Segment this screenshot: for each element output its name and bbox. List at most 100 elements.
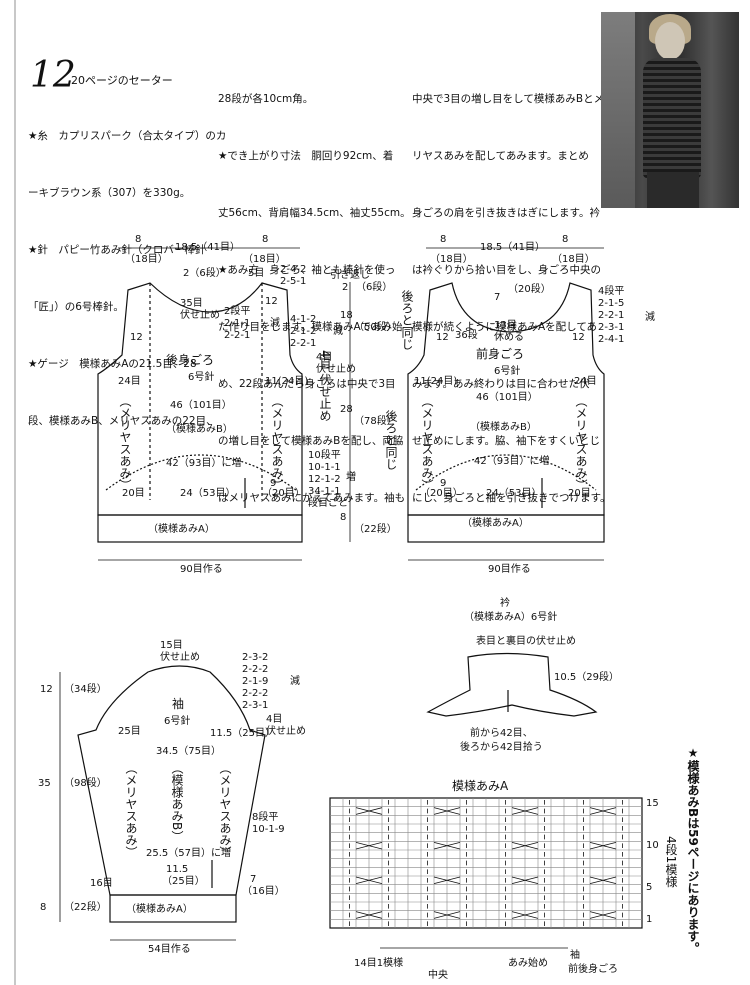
back-h-2: 2	[342, 282, 348, 293]
text-line: にし、身ごろと袖を引き抜きでつけます。	[412, 492, 611, 504]
back-neck-rows: 2（6段）	[183, 266, 226, 279]
sleeve-st7: 7	[250, 874, 256, 885]
front-dec-5: 2-4-1	[598, 334, 624, 345]
back-arm-dec-label: 減	[333, 324, 343, 337]
front-cast: 90目作る	[488, 563, 531, 575]
chart-cross-mark	[589, 807, 617, 815]
chart-cross-mark	[589, 911, 617, 919]
front-dim-right: 8	[562, 234, 568, 245]
back-side-inc-4: 34-1-1	[308, 486, 341, 497]
front-meriyasu-left: （メリヤスあみ）	[420, 395, 434, 491]
front-dec-2: 2-1-5	[598, 298, 624, 309]
chart-cross-mark	[511, 876, 539, 885]
materials-column: ★糸 カプリスパーク（合太タイプ）のカ ーキブラウン系（307）を330g。 ★…	[28, 89, 226, 469]
back-st1124: 11(24目)	[265, 376, 308, 387]
sleeve-bind4: 4目伏せ止め	[266, 714, 306, 737]
back-neck-dec-1: 2段平	[224, 304, 250, 317]
front-st24: 24目	[574, 376, 597, 387]
sleeve-needle: 6号針	[164, 714, 190, 727]
front-inc42: 42（93目）に増	[474, 454, 549, 467]
sleeve-patB: （模様あみB）	[170, 762, 184, 843]
front-neck-rows-sub: （20段）	[508, 282, 551, 295]
front-st9: 9	[440, 478, 446, 489]
chart-start: あみ始め	[508, 956, 548, 969]
text-line: はメリヤスあみにかえてあみます。袖も	[218, 492, 406, 504]
text-line: 模様が続くように模様あみAを配してあ	[412, 321, 598, 333]
text-line: ★でき上がり寸法 胴回り92cm、着	[218, 150, 394, 162]
sleeve-st16: 16目	[90, 878, 113, 889]
text-line: た作り目をします。模様あみAであみ始	[218, 321, 403, 333]
back-shoulder-rule-2: 2-5-1	[280, 276, 306, 287]
back-neck-dec-3: 2-2-1	[224, 330, 250, 341]
text-line: 丈56cm、背肩幅34.5cm、袖丈55cm。	[218, 207, 411, 219]
chart-cross-mark	[355, 876, 383, 885]
sleeve-st25: 25目	[118, 726, 141, 737]
chart-cross-mark	[355, 911, 383, 919]
collar-title: 衿	[500, 596, 510, 609]
sleeve-dec-1: 2-3-2	[242, 652, 268, 663]
back-side-inc-2: 10-1-1	[308, 462, 341, 473]
back-neck-bind: 35目伏せ止め	[180, 298, 220, 321]
sleeve-inc255: 25.5（57目）に増	[146, 846, 231, 859]
sleeve-w115: 11.5	[166, 864, 188, 875]
chart-repeat-rows: 4段1模様	[664, 836, 678, 888]
back-shoulder-rule-1: 2-4-2	[280, 264, 306, 275]
collar-height: 10.5（29段）	[554, 670, 619, 683]
text-line: みます。あみ終わりは目に合わせた伏	[412, 378, 590, 390]
back-arm-dec-2: 2-1-2	[290, 326, 316, 337]
back-twelve-r: 12	[265, 296, 278, 307]
sleeve-dec-label: 減	[290, 674, 300, 687]
back-twelve: 12	[130, 332, 143, 343]
back-dim-sub-right: （18目）	[243, 253, 286, 265]
front-patA: （模様あみA）	[462, 516, 529, 529]
chart-cross-mark	[589, 841, 617, 850]
front-st20b: 20目	[568, 488, 591, 499]
back-width46: 46（101目）	[170, 399, 232, 411]
back-patB: （模様あみB）	[166, 422, 233, 435]
back-arm-dec-3: 2-2-1	[290, 338, 316, 349]
chart-cross-mark	[433, 876, 461, 885]
front-title: 前身ごろ	[476, 346, 524, 361]
back-st20b: （20目）	[262, 487, 305, 499]
sleeve-side-inc-1: 8段平	[252, 810, 278, 823]
back-inc-label: 増	[346, 470, 356, 483]
chart-cross-mark	[355, 841, 383, 850]
sleeve-st16b: （16目）	[242, 885, 285, 897]
sleeve-h-35: 35	[38, 778, 51, 789]
front-body-outline	[407, 282, 605, 516]
photo-trousers	[647, 172, 699, 208]
text-line: ーキブラウン系（307）を330g。	[28, 187, 191, 199]
collar-outline	[426, 652, 598, 717]
back-h-22: （22段）	[354, 522, 397, 535]
chart-cross-mark	[589, 876, 617, 885]
back-h-28: 28	[340, 404, 353, 415]
text-line: ★針 パピー竹あみ針（クロバー棒針	[28, 244, 206, 256]
sleeve-st1125: 11.5（25目）	[210, 727, 275, 739]
front-dec-3: 2-2-1	[598, 310, 624, 321]
front-st20: （20目）	[420, 487, 463, 499]
pattern-subtitle: 20ページのセーター	[71, 74, 173, 87]
text-line: 段、模様あみB、メリヤスあみの22目、	[28, 415, 217, 427]
sleeve-meriyasu-right: （メリヤスあみ）	[218, 762, 232, 858]
chart-row-5: 5	[646, 882, 652, 893]
front-st36: 36段	[455, 328, 478, 341]
front-dim-sub-right: （18目）	[552, 253, 595, 265]
sleeve-patA: （模様あみA）	[126, 902, 193, 915]
back-shoulder-note: 引き返し	[330, 269, 370, 281]
back-ribbing	[97, 514, 303, 543]
chart-cross-mark	[433, 911, 461, 919]
chart-legend-b: 前後身ごろ	[568, 962, 618, 975]
sleeve-width345: 34.5（75目）	[156, 745, 221, 757]
front-st12: 12	[436, 332, 449, 343]
back-cast: 90目作る	[180, 563, 223, 575]
chart-marks	[349, 800, 623, 926]
chart-grid-lines	[330, 798, 642, 928]
back-meriyasu-right: （メリヤスあみ）	[270, 395, 284, 491]
text-line: 28段が各10cm角。	[218, 93, 314, 105]
back-patA: （模様あみA）	[148, 522, 215, 535]
sleeve-dec-4: 2-2-2	[242, 688, 268, 699]
text-line: 中央で3目の増し目をして模様あみBとメ	[412, 93, 605, 105]
text-line: は衿ぐりから拾い目をし、身ごろ中央の	[412, 264, 601, 276]
